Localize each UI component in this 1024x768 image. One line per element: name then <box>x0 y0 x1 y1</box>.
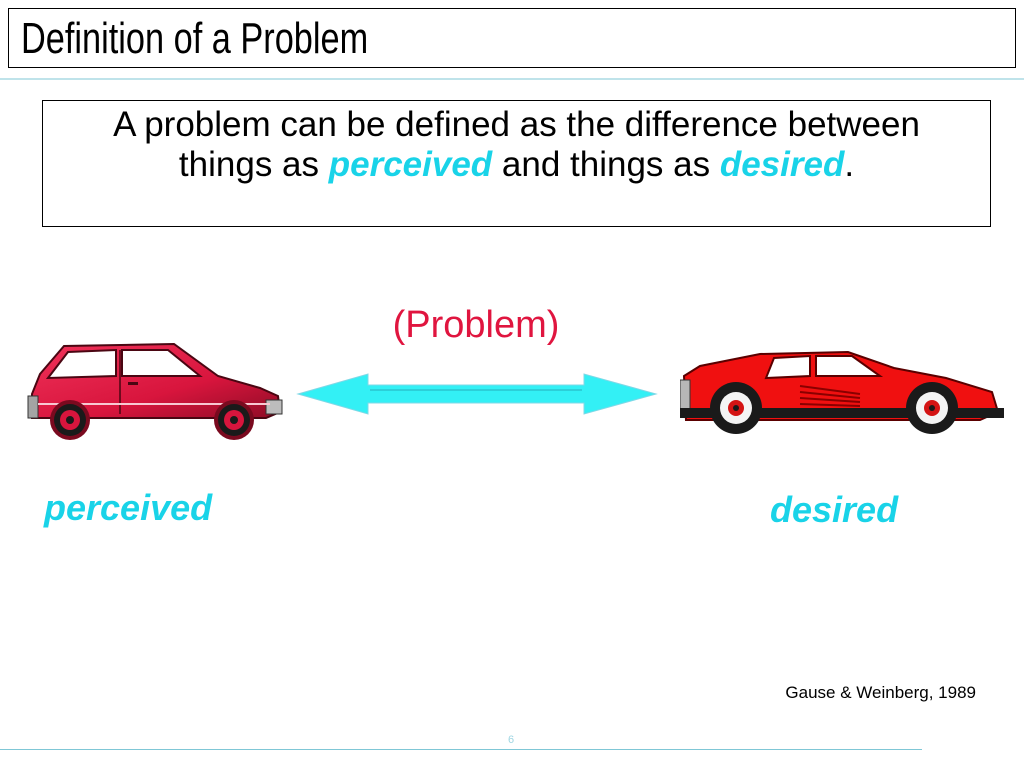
problem-label: (Problem) <box>392 304 560 346</box>
definition-box: A problem can be defined as the differen… <box>42 100 991 227</box>
page-number: 6 <box>507 734 515 746</box>
definition-line-1: A problem can be defined as the differen… <box>113 105 920 144</box>
definition-line-2-prefix: things as <box>178 145 329 184</box>
desired-label: desired <box>770 489 899 530</box>
title-box: Definition of a Problem <box>8 8 1016 68</box>
definition-term-perceived: perceived <box>328 145 493 184</box>
hatchback-car-icon <box>27 342 283 440</box>
title-divider <box>0 78 1024 80</box>
definition-term-desired: desired <box>719 145 845 184</box>
perceived-label: perceived <box>44 487 213 528</box>
footer-divider <box>0 749 922 750</box>
definition-line-2-middle: and things as <box>492 145 720 184</box>
definition-line-2-suffix: . <box>844 145 855 184</box>
definition-text: A problem can be defined as the differen… <box>43 105 990 185</box>
sports-car-icon <box>680 350 1004 434</box>
double-headed-arrow-icon <box>296 373 658 415</box>
citation: Gause & Weinberg, 1989 <box>785 683 976 702</box>
slide-title: Definition of a Problem <box>21 14 369 63</box>
